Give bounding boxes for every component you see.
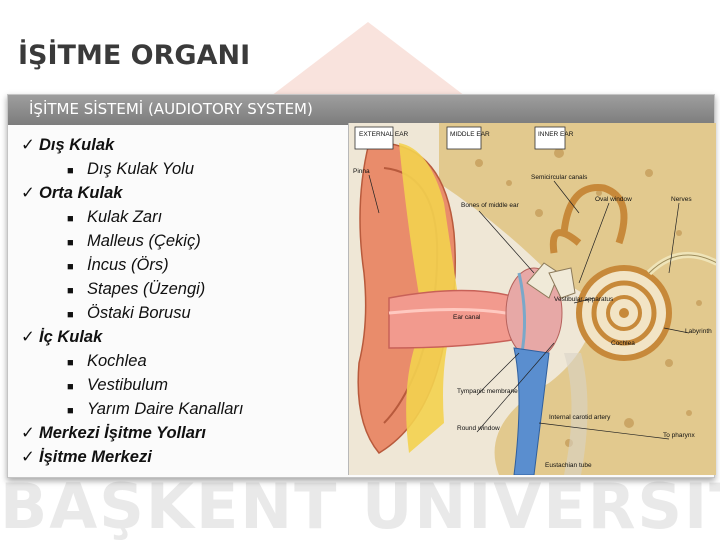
list-item-label: İşitme Merkezi: [39, 448, 152, 466]
square-bullet-icon: ■: [67, 165, 74, 177]
square-bullet-icon: ■: [67, 309, 74, 321]
label-cochlea: Cochlea: [611, 340, 635, 347]
label-middle-ear: MIDDLE EAR: [450, 131, 490, 138]
list-item-label: İç Kulak: [39, 328, 103, 346]
square-bullet-icon: ■: [67, 285, 74, 297]
topic-list: ✓Dış Kulak■Dış Kulak Yolu✓Orta Kulak■Kul…: [21, 133, 244, 469]
sub-list-item: ■ Yarım Daire Kanalları: [21, 397, 244, 421]
sub-list-item: ■ Kochlea: [21, 349, 244, 373]
square-bullet-icon: ■: [67, 261, 74, 273]
sub-list-item: ■ Stapes (Üzengi): [21, 277, 244, 301]
label-nerves: Nerves: [671, 196, 692, 203]
checkmark-icon: ✓: [21, 136, 35, 154]
list-item-label: Dış Kulak Yolu: [87, 160, 195, 178]
label-bones: Bones of middle ear: [461, 202, 520, 209]
label-semicircular: Semicircular canals: [531, 174, 588, 181]
label-external-ear: EXTERNAL EAR: [359, 131, 409, 138]
label-oval-window: Oval window: [595, 196, 632, 203]
label-labyrinth: Labyrinth: [685, 328, 712, 335]
list-item: ✓Orta Kulak: [21, 181, 244, 205]
label-vestibular: Vestibular apparatus: [554, 296, 614, 303]
label-tympanic: Tympanic membrane: [457, 388, 518, 395]
list-item-label: Dış Kulak: [39, 136, 115, 154]
checkmark-icon: ✓: [21, 448, 35, 466]
square-bullet-icon: ■: [67, 357, 74, 369]
label-pinna: Pinna: [353, 168, 370, 175]
checkmark-icon: ✓: [21, 184, 35, 202]
sub-list-item: ■ Östaki Borusu: [21, 301, 244, 325]
list-item-label: Merkezi İşitme Yolları: [39, 424, 206, 442]
checkmark-icon: ✓: [21, 328, 35, 346]
label-round-window: Round window: [457, 425, 500, 432]
checkmark-icon: ✓: [21, 424, 35, 442]
sub-list-item: ■ İncus (Örs): [21, 253, 244, 277]
sub-list-item: ■ Malleus (Çekiç): [21, 229, 244, 253]
square-bullet-icon: ■: [67, 381, 74, 393]
list-item-label: İncus (Örs): [87, 256, 169, 274]
label-pharynx: To pharynx: [663, 432, 696, 439]
label-carotid: Internal carotid artery: [549, 414, 611, 421]
page-title: İŞİTME ORGANI: [18, 40, 251, 71]
sub-list-item: ■ Dış Kulak Yolu: [21, 157, 244, 181]
list-item-label: Kochlea: [87, 352, 147, 370]
label-ear-canal: Ear canal: [453, 314, 481, 321]
list-item-label: Yarım Daire Kanalları: [87, 400, 244, 418]
list-item-label: Malleus (Çekiç): [87, 232, 201, 250]
list-item-label: Stapes (Üzengi): [87, 280, 206, 298]
label-eustachian: Eustachian tube: [545, 462, 592, 469]
list-item-label: Orta Kulak: [39, 184, 123, 202]
ear-anatomy-svg: EXTERNAL EAR MIDDLE EAR INNER EAR Pinna …: [349, 123, 716, 475]
content-card: İŞİTME SİSTEMİ (AUDIOTORY SYSTEM) ✓Dış K…: [7, 94, 716, 478]
list-item: ✓Dış Kulak: [21, 133, 244, 157]
list-item-label: Östaki Borusu: [87, 304, 191, 322]
sub-list-item: ■ Vestibulum: [21, 373, 244, 397]
card-header: İŞİTME SİSTEMİ (AUDIOTORY SYSTEM): [8, 95, 714, 125]
ear-anatomy-figure: EXTERNAL EAR MIDDLE EAR INNER EAR Pinna …: [348, 123, 716, 475]
sub-list-item: ■ Kulak Zarı: [21, 205, 244, 229]
list-item-label: Kulak Zarı: [87, 208, 163, 226]
list-item: ✓İç Kulak: [21, 325, 244, 349]
watermark-text: BAŞKENT ÜNİVERSİTESİ: [0, 470, 720, 540]
label-inner-ear: INNER EAR: [538, 131, 574, 138]
list-item: ✓İşitme Merkezi: [21, 445, 244, 469]
square-bullet-icon: ■: [67, 213, 74, 225]
square-bullet-icon: ■: [67, 237, 74, 249]
list-item: ✓Merkezi İşitme Yolları: [21, 421, 244, 445]
square-bullet-icon: ■: [67, 405, 74, 417]
list-item-label: Vestibulum: [87, 376, 169, 394]
